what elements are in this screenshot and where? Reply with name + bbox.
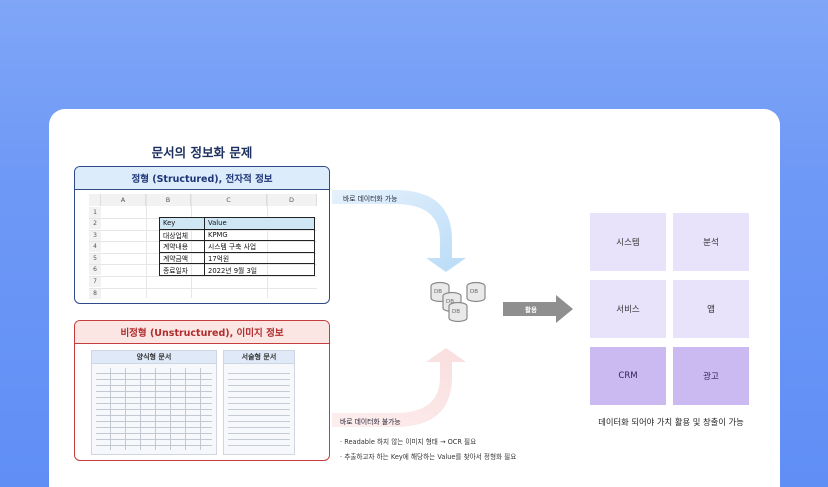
db-label: DB bbox=[434, 289, 443, 295]
flow-top-label: 바로 데이터화 가능 bbox=[343, 195, 398, 203]
sheet-row-6: 6 bbox=[89, 264, 101, 276]
tile-system: 시스템 bbox=[590, 213, 666, 271]
tile-crm: CRM bbox=[590, 347, 666, 405]
table-header-row: Key Value bbox=[159, 217, 315, 230]
unstructured-panel: 비정형 (Unstructured), 이미지 정보 양식형 문서 서술형 문서 bbox=[74, 320, 330, 461]
structured-header: 정형 (Structured), 전자적 정보 bbox=[75, 167, 329, 190]
diagram-title: 문서의 정보화 문제 bbox=[151, 145, 253, 160]
table-cell: 시스템 구축 사업 bbox=[204, 240, 315, 253]
db-label: DB bbox=[446, 299, 455, 305]
database-icon bbox=[430, 281, 486, 323]
table-row: 대상업체 KPMG bbox=[159, 228, 315, 242]
sheet-row-8: 8 bbox=[89, 287, 101, 299]
narrative-document-title: 서술형 문서 bbox=[224, 351, 294, 364]
result-caption: 데이터화 되어야 가치 활용 및 창출이 가능 bbox=[598, 417, 744, 427]
table-cell: 2022년 9월 3일 bbox=[204, 263, 315, 276]
sheet-col-a: A bbox=[101, 194, 146, 206]
table-cell: KPMG bbox=[204, 228, 315, 242]
sheet-row-1: 1 bbox=[89, 207, 101, 218]
sheet-row-2: 2 bbox=[89, 218, 101, 229]
spreadsheet: A B C D 1 2 3 4 5 6 7 8 Key Value 대상업체 K… bbox=[89, 194, 317, 299]
form-document: 양식형 문서 bbox=[91, 350, 217, 455]
top-flow-arrow bbox=[332, 190, 466, 272]
table-row: 계약금액 17억원 bbox=[159, 251, 315, 265]
sheet-col-c: C bbox=[191, 194, 267, 206]
sheet-corner bbox=[89, 194, 101, 206]
key-value-table: Key Value 대상업체 KPMG 계약내용 시스템 구축 사업 계약금액 … bbox=[159, 217, 315, 276]
sheet-row-5: 5 bbox=[89, 252, 101, 264]
bottom-flow-arrow bbox=[332, 348, 466, 427]
table-header-cell: Value bbox=[204, 217, 315, 230]
sheet-col-d: D bbox=[267, 194, 317, 206]
gridline bbox=[89, 276, 317, 277]
tile-ad: 광고 bbox=[673, 347, 749, 405]
narrative-document-image bbox=[228, 368, 290, 450]
table-header-cell: Key bbox=[159, 217, 205, 230]
narrative-document: 서술형 문서 bbox=[223, 350, 295, 455]
sheet-row-3: 3 bbox=[89, 229, 101, 241]
db-label: DB bbox=[452, 309, 461, 315]
table-row: 계약내용 시스템 구축 사업 bbox=[159, 240, 315, 253]
flow-bottom-label: 바로 데이터화 불가능 bbox=[340, 418, 401, 426]
gridline bbox=[146, 194, 147, 298]
form-document-image bbox=[96, 368, 212, 450]
note-ocr: · Readable 하지 않는 이미지 형태 → OCR 필요 bbox=[340, 438, 477, 446]
gridline bbox=[89, 287, 317, 289]
form-document-title: 양식형 문서 bbox=[92, 351, 216, 364]
tile-service: 서비스 bbox=[590, 280, 666, 338]
sheet-row-4: 4 bbox=[89, 241, 101, 253]
tile-app: 앱 bbox=[673, 280, 749, 338]
tile-analysis: 분석 bbox=[673, 213, 749, 271]
use-arrow-label: 활용 bbox=[525, 306, 537, 314]
note-structuring: · 추출하고자 하는 Key에 해당하는 Value를 찾아서 정형화 필요 bbox=[340, 453, 517, 461]
use-arrow bbox=[503, 295, 573, 323]
structured-panel: 정형 (Structured), 전자적 정보 A B C D 1 2 3 4 … bbox=[74, 166, 330, 304]
db-label: DB bbox=[470, 289, 479, 295]
sheet-row-7: 7 bbox=[89, 276, 101, 287]
sheet-col-b: B bbox=[146, 194, 191, 206]
table-cell: 대상업체 bbox=[159, 228, 205, 242]
unstructured-header: 비정형 (Unstructured), 이미지 정보 bbox=[75, 321, 329, 344]
table-row: 종료일자 2022년 9월 3일 bbox=[159, 263, 315, 276]
